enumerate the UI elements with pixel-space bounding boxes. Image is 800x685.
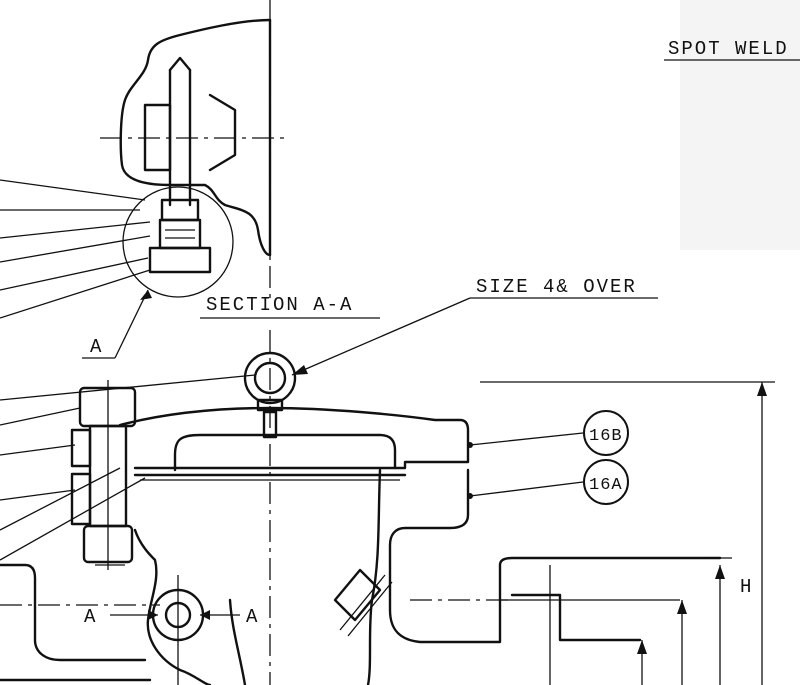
cut-label-left: A xyxy=(84,606,97,628)
size-note-leader xyxy=(291,297,471,376)
eyebolt-ring xyxy=(243,351,297,405)
balloon-16b-text: 16B xyxy=(589,427,623,446)
faded-region xyxy=(680,0,800,250)
balloon-16a-text: 16A xyxy=(589,476,623,495)
main-view xyxy=(0,330,775,685)
spot-weld-label: SPOT WELD xyxy=(668,38,789,60)
balloon-16a: 16A xyxy=(583,459,629,505)
balloon-16a-leader xyxy=(469,481,584,497)
balloon-16b: 16B xyxy=(583,410,629,456)
dimension-h-label: H xyxy=(740,576,753,598)
detail-a-label: A xyxy=(90,336,103,358)
balloon-16b-leader xyxy=(469,432,584,446)
size-note-arrowhead xyxy=(292,365,308,375)
cut-label-right: A xyxy=(246,606,259,628)
size-note-label: SIZE 4& OVER xyxy=(476,276,637,298)
section-a-a-view xyxy=(0,0,290,359)
section-title: SECTION A-A xyxy=(206,294,353,316)
